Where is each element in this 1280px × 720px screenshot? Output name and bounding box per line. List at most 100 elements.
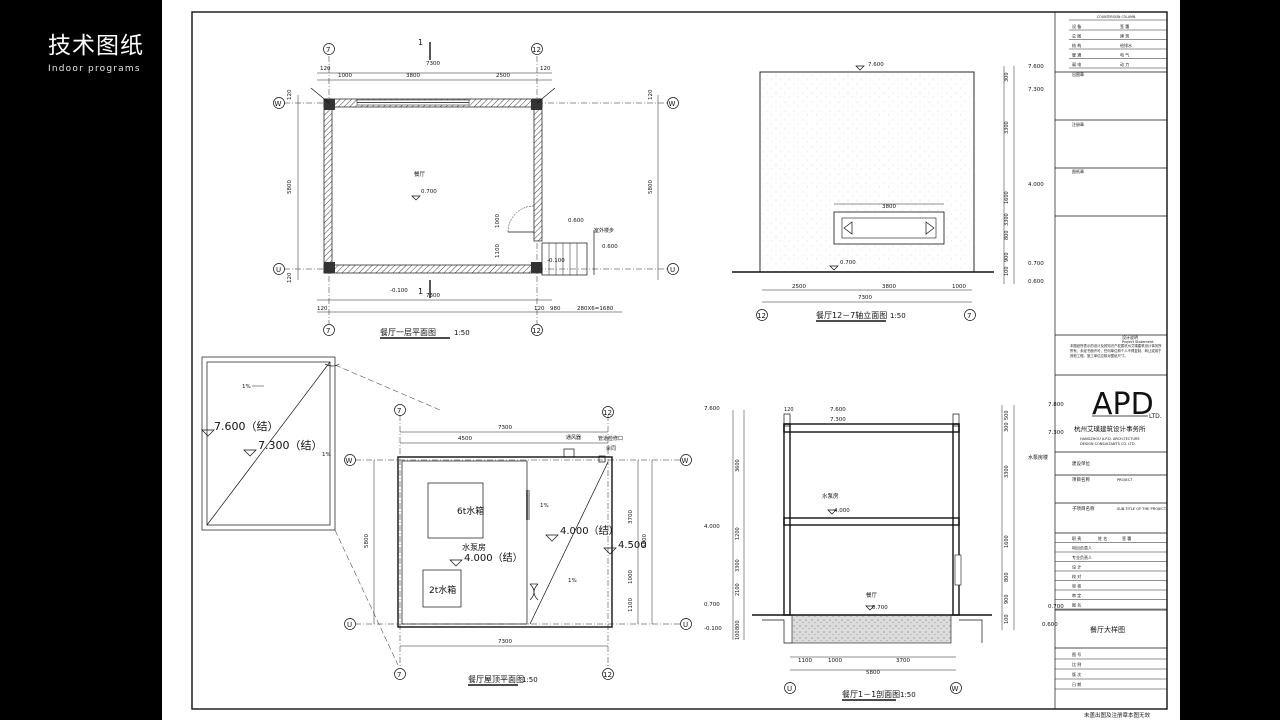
svg-text:7.300: 7.300 [1028,87,1044,93]
svg-text:设计说明: 设计说明 [1122,334,1138,340]
svg-text:7300: 7300 [498,639,512,645]
svg-text:水泵房: 水泵房 [822,492,839,500]
svg-text:1000: 1000 [828,658,842,664]
svg-text:0.700: 0.700 [872,605,888,611]
svg-text:SUB-TITLE OF THE PROJECT: SUB-TITLE OF THE PROJECT [1117,507,1167,511]
svg-text:1000: 1000 [495,214,501,228]
staff-row-cell: 审 核 [1072,583,1081,589]
axis-bubble: 12 [532,327,541,335]
staff-row-cell: 专业负责人 [1072,554,1092,560]
svg-text:120: 120 [320,66,331,72]
sign-row-label: 建 筑 [1120,33,1129,39]
svg-text:通风器: 通风器 [566,434,581,441]
bottom-row-label: 日 期 [1072,681,1081,687]
svg-text:7300: 7300 [426,293,440,299]
axis-bubble: U [670,266,675,274]
svg-text:-0.100: -0.100 [547,258,565,264]
svg-text:800: 800 [1004,230,1010,240]
svg-text:300: 300 [1004,422,1010,432]
axis-bubble: W [346,457,353,465]
svg-text:2t水箱: 2t水箱 [429,584,456,596]
svg-text:5800: 5800 [287,180,293,194]
roof-plan: 6t水箱 2t水箱 水泵房 4.000（结） 4.000（结） 4.500 1%… [344,404,692,686]
svg-text:0.700: 0.700 [704,602,720,608]
roof-plan-scale: 1:50 [522,676,538,684]
firm-name: 杭州艾璞建筑设计事务所 [1074,424,1146,433]
axis-bubble: 7 [967,312,971,320]
svg-text:0.700: 0.700 [421,189,437,195]
svg-text:餐厅: 餐厅 [866,591,878,599]
svg-text:1100: 1100 [628,598,634,612]
svg-text:300: 300 [1004,72,1010,82]
svg-text:HANGZHOU A.P.D. ARCH-TECTURE: HANGZHOU A.P.D. ARCH-TECTURE [1080,437,1140,441]
svg-text:6t水箱: 6t水箱 [457,505,484,517]
svg-text:0.600: 0.600 [602,244,618,250]
svg-text:0.700: 0.700 [1028,261,1044,267]
drawing-name: 餐厅大样图 [1090,625,1125,634]
sign-row-label: 签 署 [1120,23,1129,29]
svg-text:120: 120 [287,89,293,100]
sign-row-label: 弱 电 [1072,61,1081,67]
svg-text:DESIGN CONSULTANTS CO. LTD: DESIGN CONSULTANTS CO. LTD [1080,442,1135,446]
svg-text:4.000: 4.000 [704,524,720,530]
svg-text:3700: 3700 [896,658,910,664]
svg-text:7.600: 7.600 [868,62,884,68]
svg-text:7.300: 7.300 [1048,430,1064,436]
svg-text:7300: 7300 [426,61,440,67]
svg-text:7300: 7300 [498,425,512,431]
svg-text:100: 100 [1004,614,1010,624]
staff-row-cell: 校 对 [1072,573,1081,579]
svg-text:注册章: 注册章 [1072,121,1084,127]
staff-row-cell: 职 责 [1072,535,1081,541]
staff-row-cell: 图 名 [1072,602,1081,608]
roof-level-1: 7.600（结） [214,420,279,433]
section-1-1: 水泵房 4.000 餐厅 0.700 水泵房楼 7.600 7.300 120 … [704,402,1064,701]
svg-text:1200: 1200 [735,527,741,540]
svg-text:项目名称: 项目名称 [1072,476,1090,483]
axis-bubble: 7 [397,671,401,679]
title-block: COUNTERSIGN COLUMN 设 备签 署总 图建 筑结 构给排水暖 通… [1055,15,1167,719]
svg-text:120: 120 [534,306,545,312]
sign-row-label: 设 备 [1072,23,1081,29]
svg-text:120: 120 [540,66,551,72]
axis-bubble: 7 [326,327,330,335]
svg-text:4.000（结）: 4.000（结） [560,524,619,537]
svg-text:120: 120 [317,306,328,312]
roof-level-2: 7.300（结） [258,439,323,452]
roof-detail: 1% 1% 7.600（结） 7.300（结） [201,356,441,666]
svg-text:管道检修口: 管道检修口 [598,435,623,442]
svg-text:4500: 4500 [458,436,472,442]
elevation-title: 餐厅12－7轴立面图 [816,310,887,320]
axis-bubble: 7 [397,407,401,415]
axis-bubble: 12 [603,671,612,679]
room-label: 餐厅 [414,170,426,178]
svg-text:余同: 余同 [606,445,616,452]
roof-plan-title: 餐厅屋顶平面图 [468,675,524,684]
elevation-12-7: 3800 7.600 0.700 300 3300 1600 3300 800 … [732,62,1044,322]
svg-text:7.600: 7.600 [704,406,720,412]
svg-text:1%: 1% [242,384,251,390]
svg-text:3800: 3800 [406,73,420,79]
svg-text:1100: 1100 [798,658,812,664]
sign-row-label: 电 气 [1120,52,1129,58]
svg-text:3300: 3300 [1004,213,1010,226]
svg-text:3700: 3700 [628,510,634,524]
svg-text:LTD.: LTD. [1149,413,1162,420]
staff-row-cell: 签 署 [1122,535,1131,541]
svg-text:COUNTERSIGN COLUMN: COUNTERSIGN COLUMN [1097,15,1136,19]
sign-row-label: 动 力 [1120,61,1129,67]
axis-bubble: 12 [532,46,541,54]
drawing-sheet: 1 1 120 1000 3800 2500 120 7300 120 5800… [162,0,1180,720]
plan1-title: 餐厅一层平面图 [380,328,436,337]
slide-subtitle: Indoor programs [48,64,141,74]
svg-text:0.700: 0.700 [1048,604,1064,610]
elevation-scale: 1:50 [890,312,906,320]
staff-row-cell: 项目负责人 [1072,545,1092,551]
svg-text:3300: 3300 [1004,121,1010,134]
staff-row-cell: 设 计 [1072,564,1081,570]
slide-header: 技术图纸 Indoor programs [48,26,144,74]
svg-text:3800: 3800 [882,204,896,210]
svg-text:0.600: 0.600 [1042,622,1058,628]
svg-text:280X6=1680: 280X6=1680 [577,306,614,312]
axis-bubble: W [952,685,959,693]
